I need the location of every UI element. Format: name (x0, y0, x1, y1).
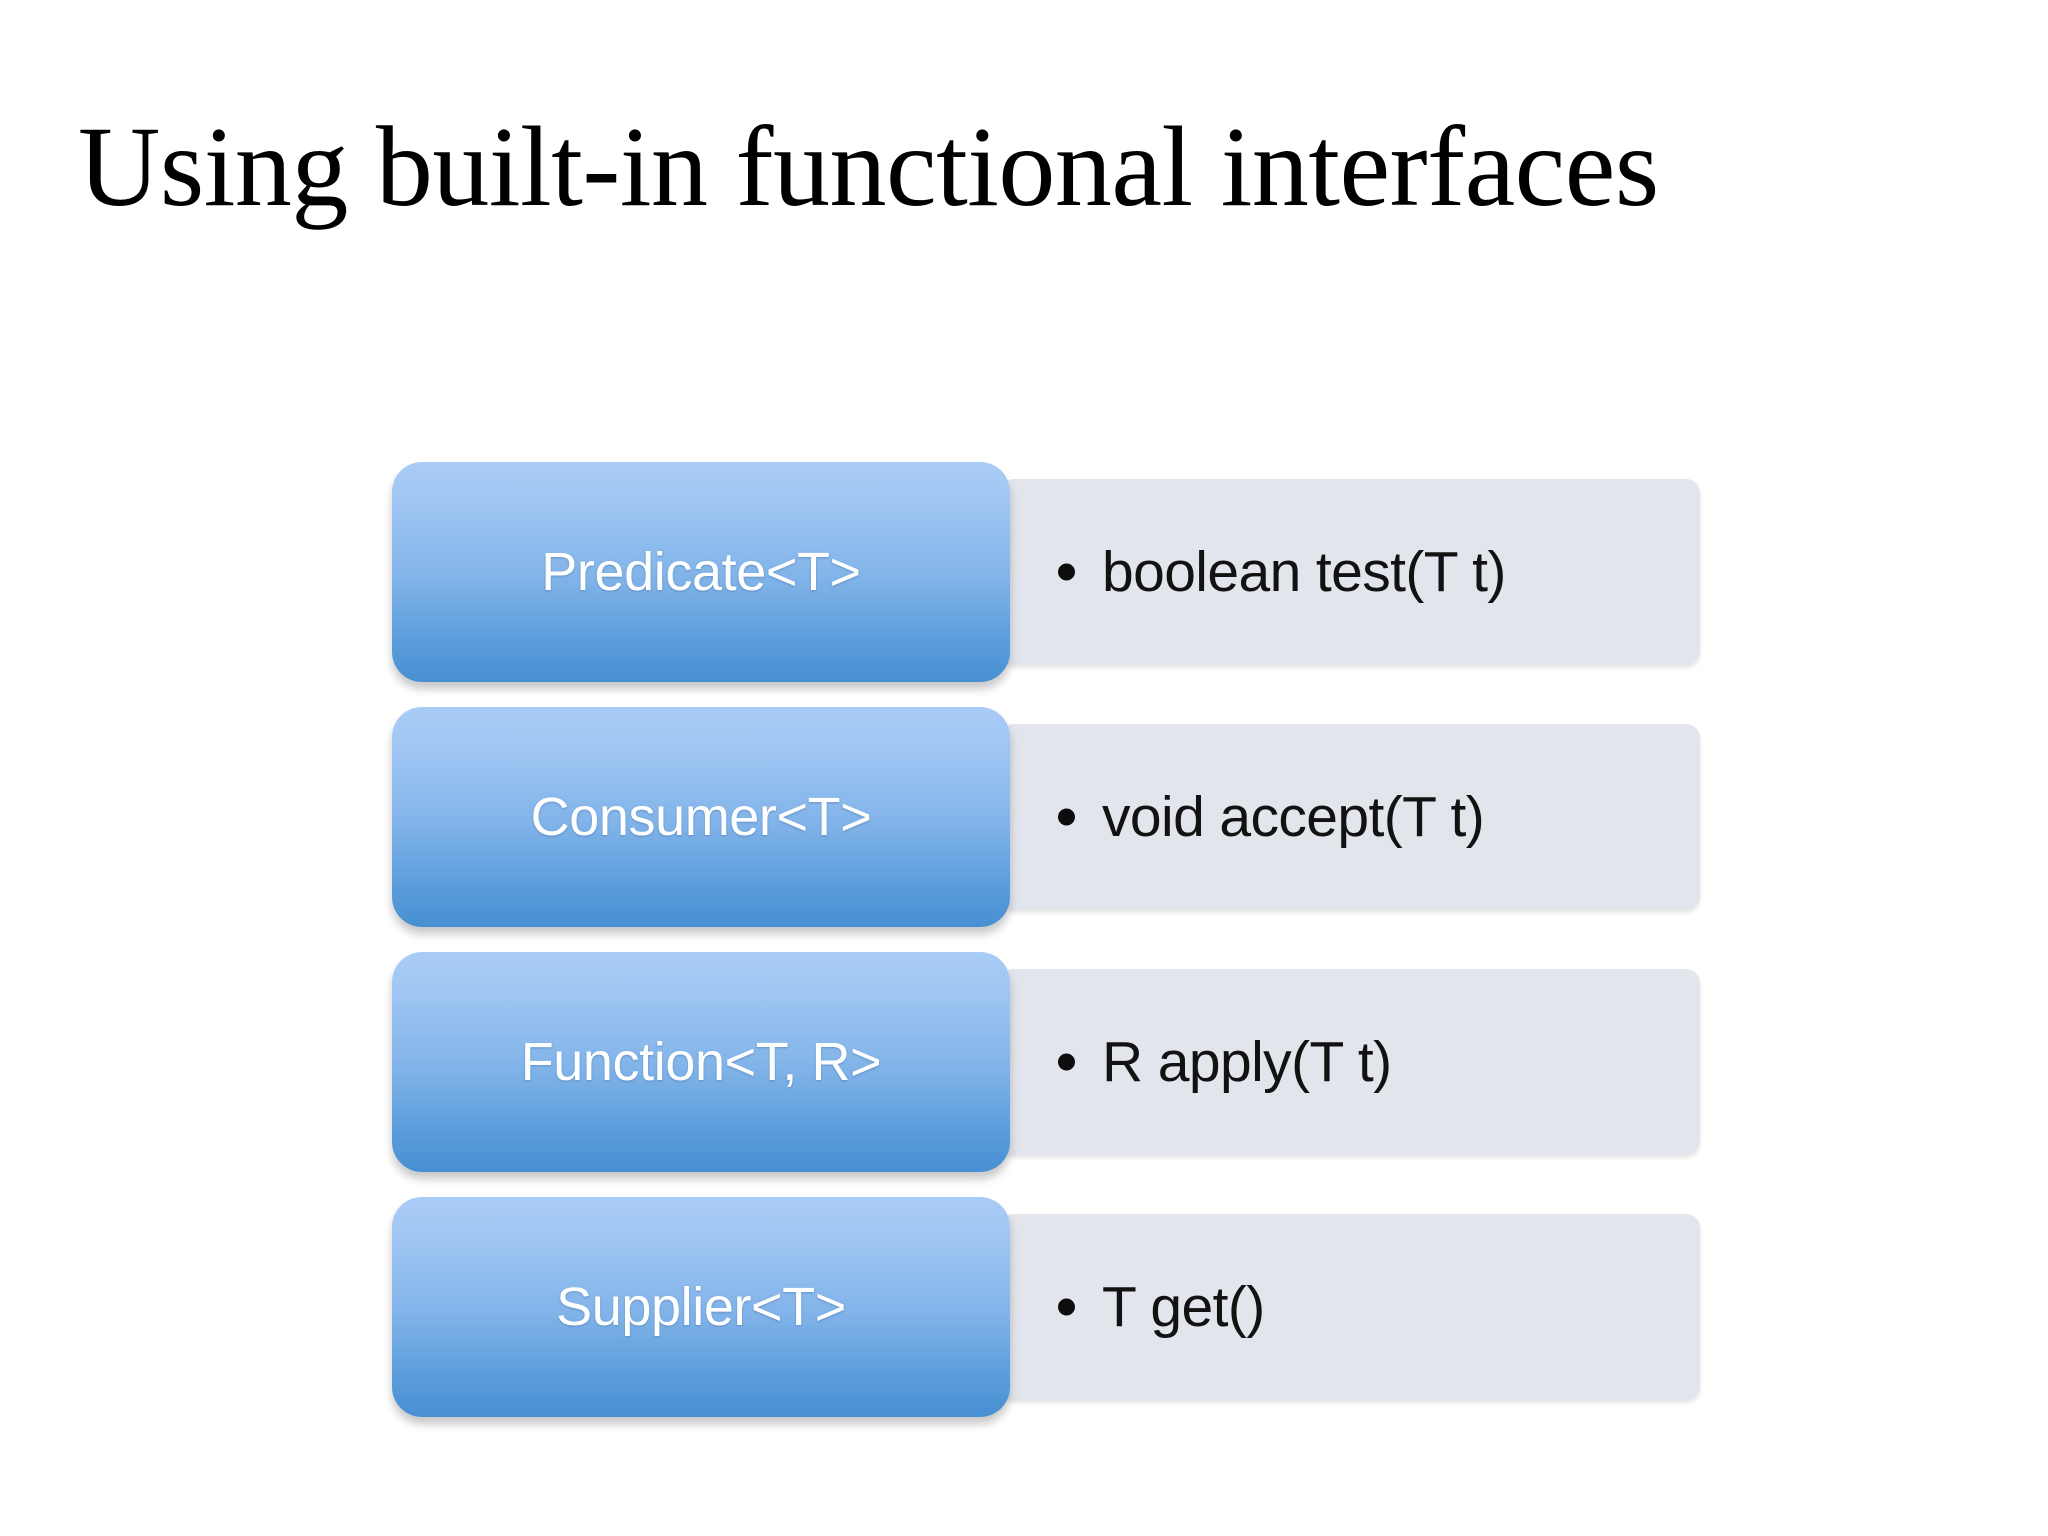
method-signature-label: R apply(T t) (1102, 1030, 1392, 1094)
method-panel: boolean test(T t) (1000, 479, 1700, 665)
method-panel: T get() (1000, 1214, 1700, 1400)
interface-box[interactable]: Predicate<T> (392, 462, 1010, 682)
bullet-icon (1058, 1298, 1075, 1316)
bullet-icon (1058, 808, 1075, 826)
method-panel: void accept(T t) (1000, 724, 1700, 910)
interface-name-label: Supplier<T> (556, 1277, 846, 1337)
diagram-row: void accept(T t) Consumer<T> (392, 707, 1712, 927)
interface-name-label: Function<T, R> (520, 1032, 882, 1092)
page-title: Using built-in functional interfaces (78, 103, 1659, 230)
method-signature-label: void accept(T t) (1102, 785, 1485, 849)
method-signature-label: T get() (1102, 1275, 1265, 1339)
interface-name-label: Consumer<T> (530, 787, 872, 847)
interface-name-label: Predicate<T> (541, 542, 861, 602)
interface-box[interactable]: Function<T, R> (392, 952, 1010, 1172)
diagram-row: R apply(T t) Function<T, R> (392, 952, 1712, 1172)
method-signature-text: T get() (1058, 1274, 1265, 1340)
diagram-row: boolean test(T t) Predicate<T> (392, 462, 1712, 682)
diagram-row: T get() Supplier<T> (392, 1197, 1712, 1417)
method-signature-text: void accept(T t) (1058, 784, 1485, 850)
bullet-icon (1058, 563, 1075, 581)
bullet-icon (1058, 1053, 1075, 1071)
method-signature-label: boolean test(T t) (1102, 540, 1506, 604)
method-signature-text: R apply(T t) (1058, 1029, 1392, 1095)
interface-box[interactable]: Consumer<T> (392, 707, 1010, 927)
interface-box[interactable]: Supplier<T> (392, 1197, 1010, 1417)
method-panel: R apply(T t) (1000, 969, 1700, 1155)
functional-interfaces-diagram: boolean test(T t) Predicate<T> void acce… (392, 462, 1712, 1417)
method-signature-text: boolean test(T t) (1058, 539, 1506, 605)
